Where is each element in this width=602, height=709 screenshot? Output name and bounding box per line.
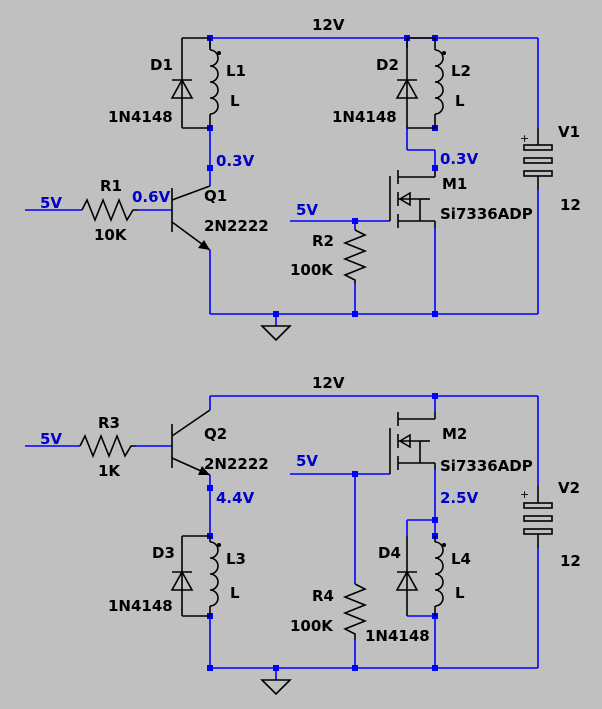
l3-name-label: L3 (226, 550, 246, 568)
m1-drain-voltage-label: 0.3V (440, 150, 479, 168)
q1-collector-voltage-label: 0.3V (216, 152, 255, 170)
q2-name-label: Q2 (204, 425, 227, 443)
r1-name-label: R1 (100, 177, 122, 195)
inductor-l4 (434, 536, 446, 616)
d3-model-label: 1N4148 (108, 597, 173, 615)
transistor-q1 (171, 185, 211, 251)
d4-model-label: 1N4148 (365, 627, 430, 645)
top-circuit: + (25, 16, 581, 342)
q2-emitter-voltage-label: 4.4V (216, 489, 255, 507)
d3-name-label: D3 (152, 544, 175, 562)
voltage-source-v1: + (520, 128, 553, 190)
d2-name-label: D2 (376, 56, 399, 74)
diode-d2 (395, 38, 419, 128)
inductor-l3 (209, 536, 221, 616)
v2-value-label: 12 (560, 552, 581, 570)
mosfet-m2 (389, 412, 436, 474)
d2-model-label: 1N4148 (332, 108, 397, 126)
r4-value-label: 100K (290, 617, 334, 635)
l4-value-label: L (455, 584, 465, 602)
l1-value-label: L (230, 92, 240, 110)
q1-name-label: Q1 (204, 187, 227, 205)
bottom-circuit: + (25, 374, 581, 696)
m2-source-voltage-label: 2.5V (440, 489, 479, 507)
top-gate-net-label: 5V (296, 201, 318, 219)
r1-value-label: 10K (94, 226, 128, 244)
m2-model-label: Si7336ADP (440, 457, 533, 475)
l1-name-label: L1 (226, 62, 246, 80)
m1-name-label: M1 (442, 175, 467, 193)
l4-name-label: L4 (451, 550, 471, 568)
bottom-input-net-label: 5V (40, 430, 62, 448)
m1-model-label: Si7336ADP (440, 205, 533, 223)
r2-name-label: R2 (312, 232, 334, 250)
top-input-net-label: 5V (40, 194, 62, 212)
mosfet-m1 (389, 170, 436, 228)
v2-name-label: V2 (558, 479, 580, 497)
bottom-gate-net-label: 5V (296, 452, 318, 470)
ground-symbol-bottom (260, 679, 292, 696)
diode-d4 (395, 536, 419, 616)
resistor-r4 (342, 583, 368, 640)
d4-name-label: D4 (378, 544, 401, 562)
r3-value-label: 1K (98, 462, 121, 480)
l2-name-label: L2 (451, 62, 471, 80)
q2-model-label: 2N2222 (204, 455, 269, 473)
v2-plus-sign: + (520, 488, 529, 501)
inductor-l2 (407, 37, 446, 129)
diode-d3 (170, 535, 210, 617)
bottom-supply-net-label: 12V (312, 374, 345, 392)
v1-name-label: V1 (558, 123, 580, 141)
resistor-r2 (342, 229, 368, 284)
resistor-r3 (79, 433, 136, 459)
r4-name-label: R4 (312, 587, 334, 605)
d1-model-label: 1N4148 (108, 108, 173, 126)
l2-value-label: L (455, 92, 465, 110)
r2-value-label: 100K (290, 261, 334, 279)
q1-base-voltage-label: 0.6V (132, 188, 171, 206)
diode-d1 (170, 37, 210, 129)
v1-value-label: 12 (560, 196, 581, 214)
v1-plus-sign: + (520, 132, 529, 145)
inductor-l1 (209, 38, 221, 128)
m2-name-label: M2 (442, 425, 467, 443)
r3-name-label: R3 (98, 414, 120, 432)
resistor-r1 (81, 197, 138, 223)
q1-model-label: 2N2222 (204, 217, 269, 235)
voltage-source-v2: + (520, 486, 553, 548)
l3-value-label: L (230, 584, 240, 602)
transistor-q2 (171, 409, 211, 476)
d1-name-label: D1 (150, 56, 173, 74)
bottom-wires (25, 395, 539, 680)
ground-symbol-top (260, 325, 292, 342)
top-supply-net-label: 12V (312, 16, 345, 34)
